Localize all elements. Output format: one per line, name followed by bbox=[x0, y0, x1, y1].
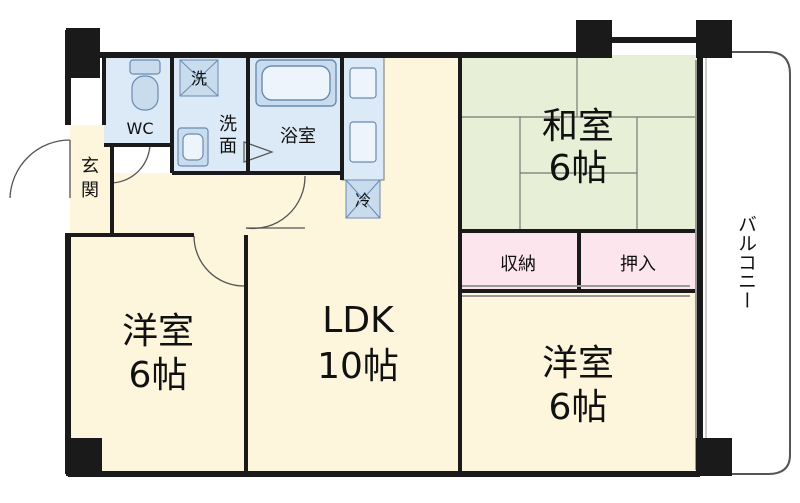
room-youshitsu-left bbox=[68, 235, 246, 472]
youshitsu-right-name: 洋室 bbox=[542, 343, 614, 384]
washitsu-name: 和室 bbox=[542, 106, 614, 147]
wc-label: WC bbox=[127, 119, 154, 138]
entrance-label-top: 玄 bbox=[81, 156, 99, 177]
kitchen-sink-icon bbox=[349, 67, 377, 163]
room-washitsu bbox=[460, 55, 698, 230]
washroom-label-top: 洗 bbox=[219, 114, 237, 135]
washer-label: 洗 bbox=[191, 69, 207, 88]
ldk-size: 10帖 bbox=[317, 346, 399, 387]
balcony bbox=[700, 51, 791, 475]
washroom-label-bottom: 面 bbox=[219, 136, 237, 157]
entrance-label-bottom: 関 bbox=[81, 180, 99, 201]
storage-closet bbox=[460, 232, 578, 290]
refrigerator-icon bbox=[345, 179, 381, 219]
bathtub-icon bbox=[255, 59, 337, 107]
bath-step-icon bbox=[243, 141, 274, 163]
oshiire-closet bbox=[580, 232, 696, 290]
door-swings bbox=[9, 139, 306, 287]
structural-columns bbox=[66, 20, 732, 476]
sink-icon bbox=[177, 127, 209, 167]
tatami-grid bbox=[460, 55, 698, 230]
ldk-name: LDK bbox=[322, 300, 395, 341]
toilet-icon bbox=[129, 59, 161, 111]
storage-label: 収納 bbox=[500, 254, 536, 275]
hallway bbox=[110, 173, 250, 235]
youshitsu-right-size: 6帖 bbox=[549, 387, 608, 428]
fridge-label: 冷 bbox=[355, 191, 371, 210]
youshitsu-left-name: 洋室 bbox=[122, 311, 194, 352]
washitsu-size: 6帖 bbox=[549, 148, 608, 189]
balcony-label: バルコニー bbox=[735, 215, 757, 310]
youshitsu-left-size: 6帖 bbox=[129, 355, 188, 396]
bath-label: 浴室 bbox=[280, 126, 316, 147]
washing-machine-icon bbox=[179, 59, 219, 97]
oshiire-label: 押入 bbox=[620, 254, 656, 275]
interior-walls bbox=[68, 55, 698, 472]
room-youshitsu-right bbox=[460, 292, 698, 472]
